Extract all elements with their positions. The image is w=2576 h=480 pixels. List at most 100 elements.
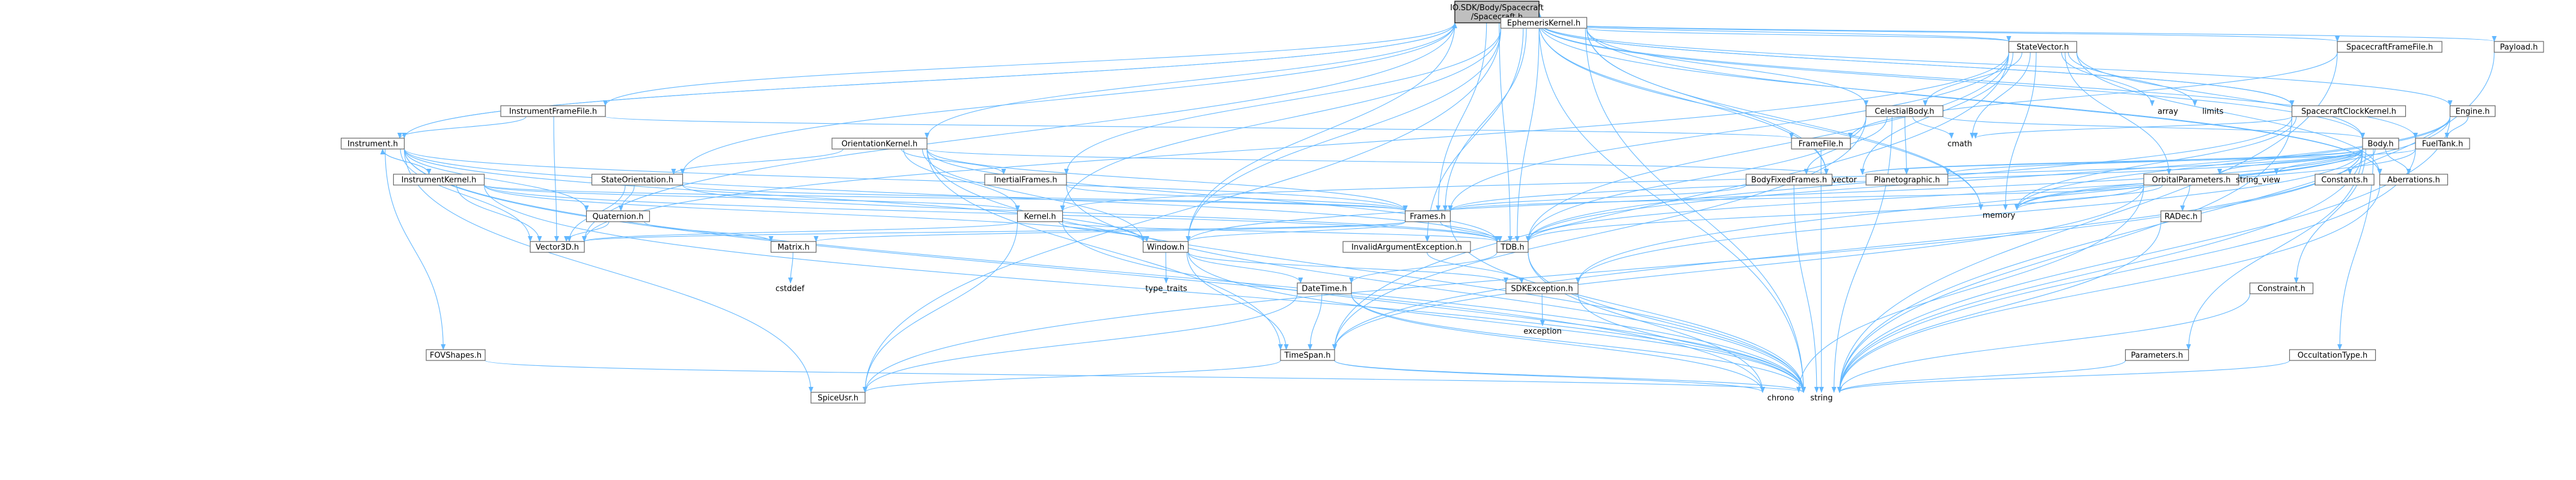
node-box-op	[2143, 174, 2239, 186]
edge-ephk-to-frames	[1442, 28, 1527, 211]
node-mem[interactable]: memory	[1983, 211, 2016, 220]
node-par[interactable]: Parameters.h	[2125, 349, 2189, 361]
node-label-ff: FrameFile.h	[1799, 140, 1844, 149]
node-box-ok	[831, 138, 928, 150]
edge-sv-to-tdb	[1526, 52, 2010, 242]
node-label-sff: SpacecraftFrameFile.h	[2346, 43, 2433, 52]
node-exc[interactable]: exception	[1523, 327, 1562, 336]
node-cstd[interactable]: cstddef	[776, 285, 805, 294]
node-ephk[interactable]: EphemerisKernel.h	[1500, 17, 1588, 29]
edge-inst-to-su	[403, 148, 813, 393]
node-cb[interactable]: CelestialBody.h	[1865, 105, 1944, 117]
edge-eng-to-ft	[2444, 116, 2469, 139]
node-su[interactable]: SpiceUsr.h	[810, 392, 866, 404]
node-ff[interactable]: FrameFile.h	[1791, 138, 1851, 150]
node-sv[interactable]: StateVector.h	[2008, 41, 2078, 53]
edge-bff-to-frames	[1448, 184, 1747, 211]
node-tt[interactable]: type_traits	[1145, 285, 1187, 294]
node-eng[interactable]: Engine.h	[2449, 105, 2496, 117]
node-arr[interactable]: array	[2158, 108, 2178, 117]
edge-sff-to-ff	[1848, 52, 2338, 139]
edge-mat-to-cstd	[788, 252, 794, 284]
node-sdke[interactable]: SDKException.h	[1505, 282, 1579, 294]
node-box-pay	[2494, 41, 2544, 53]
node-label-radec: RADec.h	[2165, 213, 2198, 222]
edge-body-to-str	[1837, 148, 2363, 393]
edge-root-to-iff	[603, 22, 1455, 106]
node-radec[interactable]: RADec.h	[2160, 210, 2202, 222]
node-so[interactable]: StateOrientation.h	[591, 174, 684, 186]
edge-dt-to-str	[1351, 293, 1806, 393]
node-kern[interactable]: Kernel.h	[1017, 210, 1063, 222]
edge-ok-to-str	[926, 148, 1806, 393]
node-label-op: OrbitalParameters.h	[2152, 176, 2231, 185]
node-body[interactable]: Body.h	[2362, 138, 2399, 150]
node-label-mat: Matrix.h	[777, 243, 809, 252]
node-iae[interactable]: InvalidArgumentException.h	[1342, 241, 1471, 253]
node-box-par	[2125, 349, 2189, 361]
node-ik[interactable]: InstrumentKernel.h	[393, 174, 485, 186]
node-lim[interactable]: limits	[2202, 108, 2224, 117]
node-v3d[interactable]: Vector3D.h	[530, 241, 585, 253]
node-pg[interactable]: Planetographic.h	[1865, 174, 1948, 186]
edge-root-to-pay	[1538, 22, 2497, 42]
node-if[interactable]: InertialFrames.h	[984, 174, 1067, 186]
node-ft[interactable]: FuelTank.h	[2415, 138, 2470, 150]
node-ok[interactable]: OrientationKernel.h	[831, 138, 928, 150]
node-cmath[interactable]: cmath	[1947, 140, 1972, 149]
node-label-v3d: Vector3D.h	[536, 243, 579, 252]
edge-quat-to-v3d	[564, 221, 610, 242]
node-label-chr: chrono	[1767, 394, 1794, 403]
node-fov[interactable]: FOVShapes.h	[426, 349, 486, 361]
node-tdb[interactable]: TDB.h	[1496, 241, 1529, 253]
node-bff[interactable]: BodyFixedFrames.h	[1745, 174, 1833, 186]
node-label-inst: Instrument.h	[347, 140, 398, 149]
edge-ok-to-vec	[926, 148, 1829, 175]
node-vec[interactable]: vector	[1832, 176, 1857, 185]
node-iff[interactable]: InstrumentFrameFile.h	[500, 105, 606, 117]
edge-win-to-ts	[1186, 252, 1289, 350]
edge-ik-to-v3d	[456, 184, 542, 242]
node-sv2[interactable]: string_view	[2236, 176, 2280, 185]
edge-body-to-ts	[1332, 148, 2363, 350]
node-dt[interactable]: DateTime.h	[1297, 282, 1352, 294]
node-box-sff	[2337, 41, 2443, 53]
node-scck[interactable]: SpacecraftClockKernel.h	[2291, 105, 2406, 117]
node-inst[interactable]: Instrument.h	[340, 138, 405, 150]
node-quat[interactable]: Quaternion.h	[586, 210, 650, 222]
edge-sdke-to-str	[1577, 293, 1806, 393]
node-win[interactable]: Window.h	[1142, 241, 1189, 253]
edge-cb-to-cmath	[1912, 116, 1954, 139]
node-box-scck	[2291, 105, 2406, 117]
node-const[interactable]: Constants.h	[2314, 174, 2375, 186]
edge-sv-to-arr	[2061, 52, 2155, 106]
node-label-cb: CelestialBody.h	[1874, 108, 1934, 117]
edge-occ-to-str	[1837, 360, 2290, 393]
node-frames[interactable]: Frames.h	[1404, 210, 1451, 222]
node-chr[interactable]: chrono	[1767, 394, 1794, 403]
edge-dt-to-chr	[1351, 293, 1765, 393]
node-sff[interactable]: SpacecraftFrameFile.h	[2337, 41, 2443, 53]
edge-ok-to-win	[922, 148, 1146, 242]
edge-kern-to-su	[863, 221, 1018, 393]
node-op[interactable]: OrbitalParameters.h	[2143, 174, 2239, 186]
node-label-iae: InvalidArgumentException.h	[1351, 243, 1462, 252]
node-label-ft: FuelTank.h	[2422, 140, 2464, 149]
node-mat[interactable]: Matrix.h	[770, 241, 817, 253]
node-box-bff	[1745, 174, 1833, 186]
node-label-ik: InstrumentKernel.h	[402, 176, 477, 185]
edge-sv-to-op	[2064, 52, 2171, 175]
node-str[interactable]: string	[1810, 394, 1832, 403]
node-box-mat	[770, 241, 817, 253]
node-aber[interactable]: Aberrations.h	[2379, 174, 2449, 186]
node-occ[interactable]: OccultationType.h	[2289, 349, 2376, 361]
edge-sv-to-lim	[2067, 52, 2197, 106]
node-label-frames: Frames.h	[1410, 213, 1446, 222]
edge-op-to-ts	[1332, 184, 2144, 350]
node-pay[interactable]: Payload.h	[2494, 41, 2544, 53]
node-ts[interactable]: TimeSpan.h	[1280, 349, 1335, 361]
edge-inst-to-fov	[385, 148, 446, 350]
edge-ik-to-win	[483, 184, 1146, 242]
edge-ephk-to-aber	[1586, 28, 2382, 175]
node-constr[interactable]: Constraint.h	[2249, 282, 2314, 294]
